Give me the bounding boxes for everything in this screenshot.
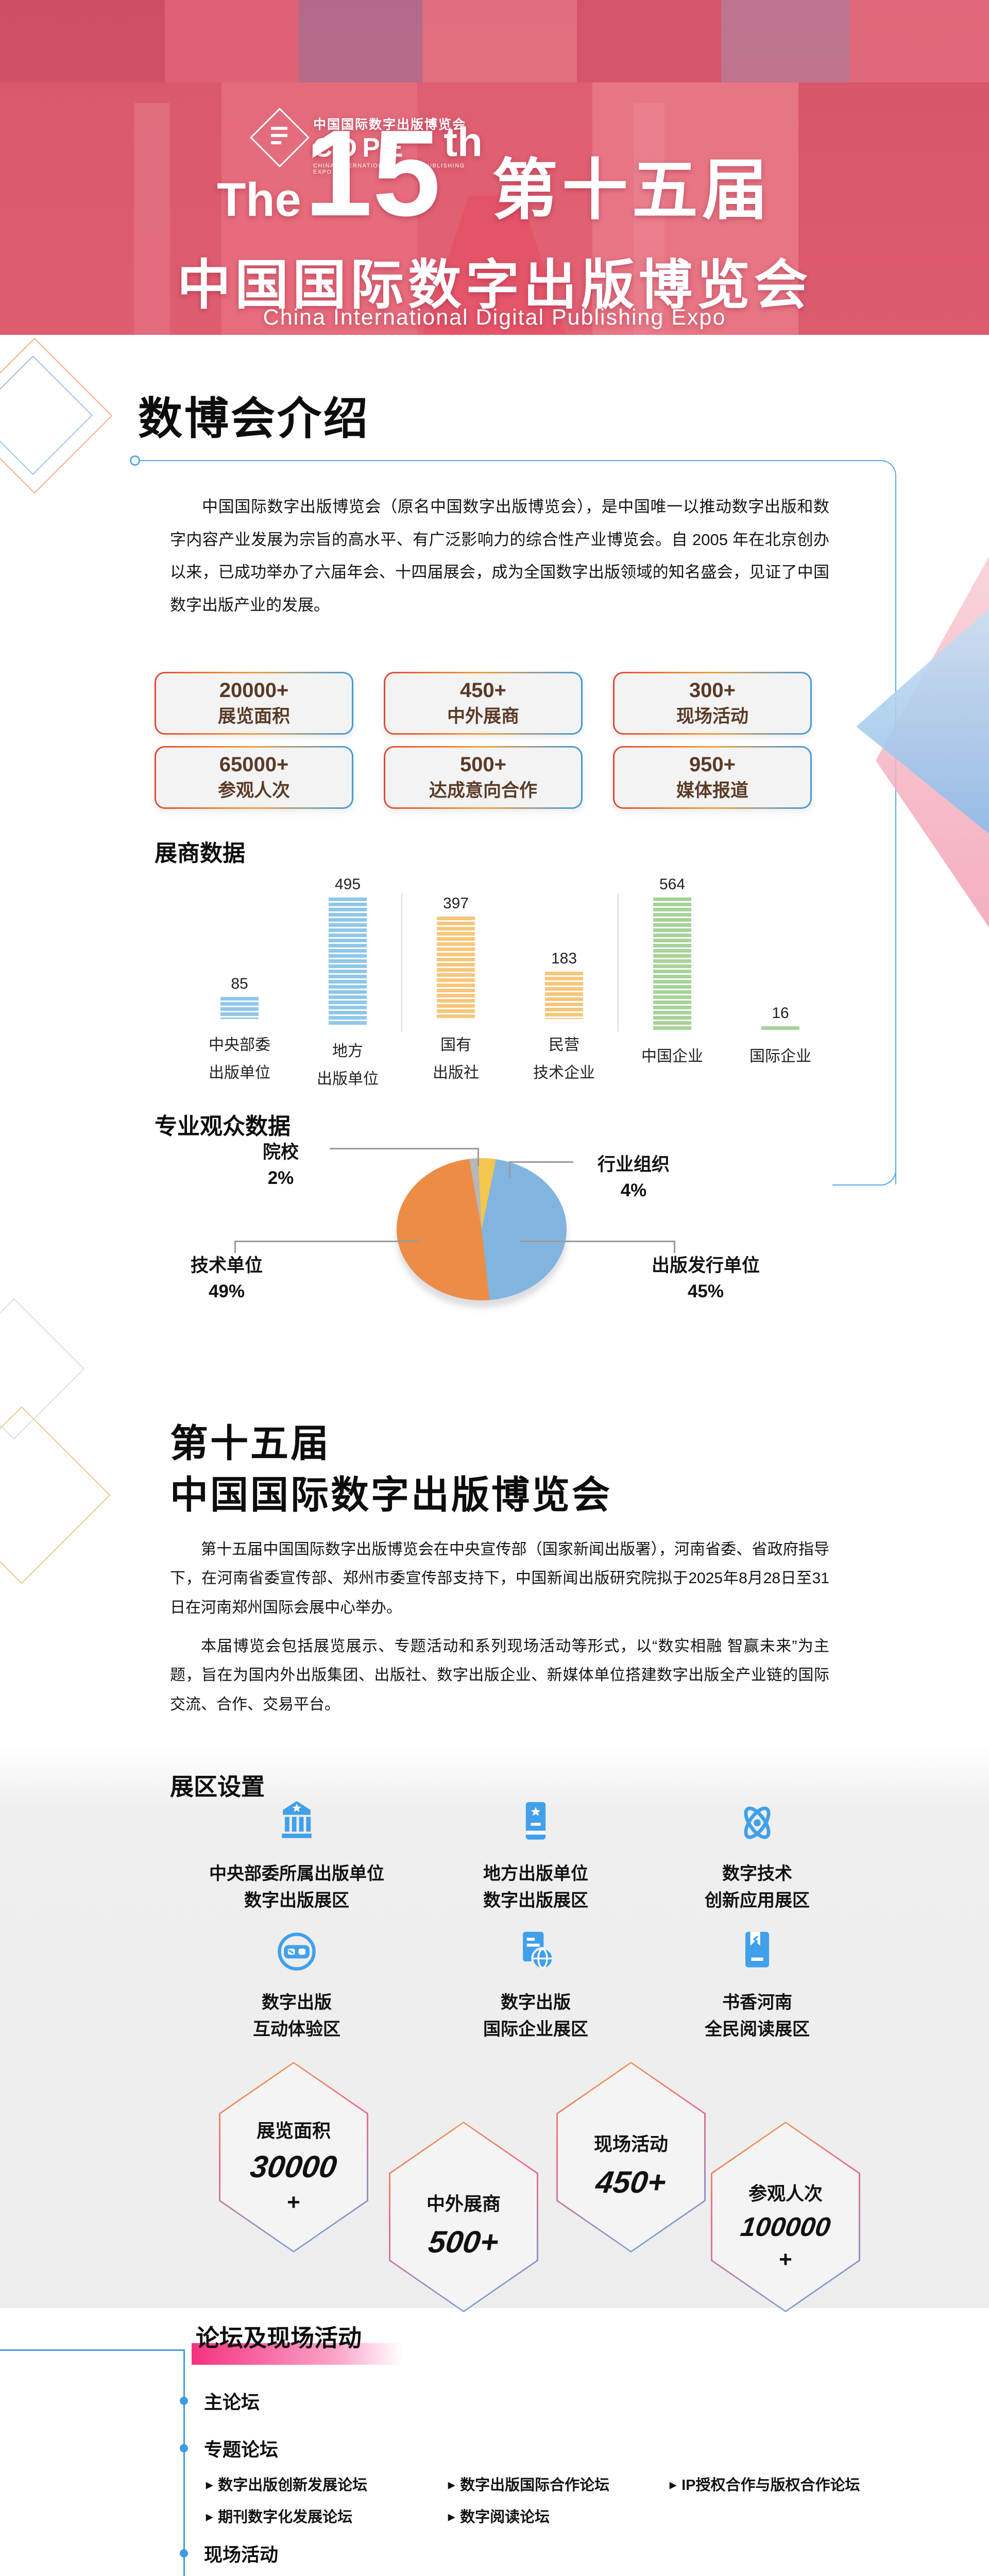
title-15: 15 — [304, 105, 441, 242]
stat-value: 500+ — [459, 753, 507, 776]
bullet-dot — [180, 2549, 188, 2557]
government-building-icon — [282, 1801, 312, 1838]
stat-value: 65000+ — [219, 753, 289, 776]
book-star-icon — [525, 1802, 546, 1840]
activity-item: ▶数字出版专业人才培养研讨会暨招聘会 — [631, 2573, 897, 2576]
pie-leader — [234, 1241, 420, 1242]
logo-en: CHINA INTERNATIONAL DIGITAL PUBLISHING E… — [313, 163, 465, 175]
zone-item-central: 中央部委所属出版单位 数字出版展区 — [178, 1799, 415, 1914]
stat-label: 中外展商 — [447, 706, 519, 726]
stat-value: 950+ — [689, 753, 736, 776]
bar-chart-title: 展商数据 — [155, 841, 245, 866]
pie-leader — [674, 1241, 675, 1253]
stat-value: 300+ — [689, 679, 736, 702]
expo-logo-icon — [250, 108, 310, 167]
stat-card: 950+ 媒体报道 — [613, 746, 812, 809]
header-title-en: China International Digital Publishing E… — [263, 305, 726, 330]
document-globe-icon — [523, 1931, 554, 1970]
forum-item: ▶IP授权合作与版权合作论坛 — [670, 2477, 860, 2494]
stat-card: 20000+ 展览面积 — [155, 672, 353, 735]
pie-leader — [509, 1161, 573, 1163]
intro-frame — [138, 460, 896, 1184]
bullet-dot — [180, 2444, 188, 2452]
forums-main-title: 主论坛 — [204, 2392, 260, 2413]
pie-chart-title: 专业观众数据 — [155, 1114, 291, 1139]
pie-leader — [330, 1148, 479, 1149]
intro-paragraph: 中国国际数字出版博览会（原名中国数字出版博览会），是中国唯一以推动数字出版和数字… — [170, 498, 829, 614]
bullet-dot — [180, 2397, 188, 2405]
zone-item-reading: 书香河南 全民阅读展区 — [639, 1928, 876, 2043]
zones-heading: 展区设置 — [170, 1773, 265, 1800]
title-th: th — [444, 119, 483, 165]
forum-item: ▶数字阅读论坛 — [448, 2509, 550, 2526]
pie-leader — [509, 1161, 510, 1178]
pie-leader — [520, 1241, 675, 1242]
expo15-paragraph-2: 本届博览会包括展览展示、专题活动和系列现场活动等形式，以“数实相融 智赢未来”为… — [170, 1638, 829, 1713]
atom-icon — [744, 1806, 771, 1839]
zone-item-local: 地方出版单位 数字出版展区 — [417, 1799, 654, 1914]
forum-item: ▶数字出版国际合作论坛 — [448, 2477, 610, 2494]
expo15-heading-line2: 中国国际数字出版博览会 — [170, 1473, 612, 1516]
header-banner: 中国国际数字出版博览会 CDPE CHINA INTERNATIONAL DIG… — [0, 0, 989, 335]
zone-item-tech: 数字技术 创新应用展区 — [639, 1799, 876, 1914]
pie-leader — [234, 1241, 236, 1253]
pie-leader — [478, 1148, 479, 1166]
forums-vline — [183, 2349, 185, 2576]
stat-card: 500+ 达成意向合作 — [384, 746, 583, 809]
bar-chart-separator — [401, 894, 402, 1032]
book-bookmark-icon — [745, 1931, 769, 1968]
stat-label: 达成意向合作 — [429, 781, 537, 801]
intro-frame-corner — [832, 1137, 896, 1185]
forums-hline — [0, 2349, 184, 2351]
title-the: The — [217, 174, 301, 226]
forums-activities-title: 现场活动 — [204, 2544, 279, 2565]
intro-heading: 数博会介绍 — [138, 394, 370, 444]
stat-value: 20000+ — [219, 679, 289, 702]
stat-value: 450+ — [459, 679, 507, 702]
header-title-line1: The 15 th 第十五届 — [0, 105, 989, 242]
stat-card: 450+ 中外展商 — [384, 672, 583, 735]
expo15-paragraph-1: 第十五届中国国际数字出版博览会在中央宣传部（国家新闻出版署），河南省委、省政府指… — [170, 1541, 829, 1616]
forums-heading-highlight — [192, 2343, 403, 2365]
pie-chart — [397, 1158, 567, 1300]
logo-abbr: CDPE — [313, 133, 408, 163]
vr-headset-icon — [278, 1933, 316, 1971]
forums-special-title: 专题论坛 — [204, 2439, 279, 2460]
forum-item: ▶数字出版创新发展论坛 — [206, 2477, 368, 2494]
header-overlay — [0, 0, 989, 335]
header-title-cn: 中国国际数字出版博览会 — [177, 256, 812, 315]
activity-item: ▶和风共觞—中外数字出版联谊会 — [206, 2573, 427, 2576]
logo-text-block: 中国国际数字出版博览会 CDPE CHINA INTERNATIONAL DIG… — [313, 114, 483, 175]
stat-label: 参观人次 — [217, 781, 290, 801]
logo-cn: 中国国际数字出版博览会 — [313, 117, 467, 132]
stat-label: 媒体报道 — [676, 781, 748, 801]
stat-label: 现场活动 — [676, 706, 748, 726]
zone-item-international: 数字出版 国际企业展区 — [417, 1928, 654, 2043]
title-session: 第十五届 — [491, 154, 772, 227]
deco-gray-diamond — [0, 1298, 85, 1440]
expo15-heading-line1: 第十五届 — [170, 1422, 331, 1465]
bar-chart-separator — [618, 894, 619, 1032]
forum-item: ▶期刊数字化发展论坛 — [206, 2509, 353, 2526]
stat-card: 300+ 现场活动 — [613, 672, 812, 735]
stat-label: 展览面积 — [217, 706, 290, 726]
stat-card: 65000+ 参观人次 — [155, 746, 353, 809]
zone-item-interactive: 数字出版 互动体验区 — [178, 1928, 415, 2043]
frame-end-ring — [130, 455, 140, 466]
forums-heading: 论坛及现场活动 — [196, 2325, 362, 2351]
